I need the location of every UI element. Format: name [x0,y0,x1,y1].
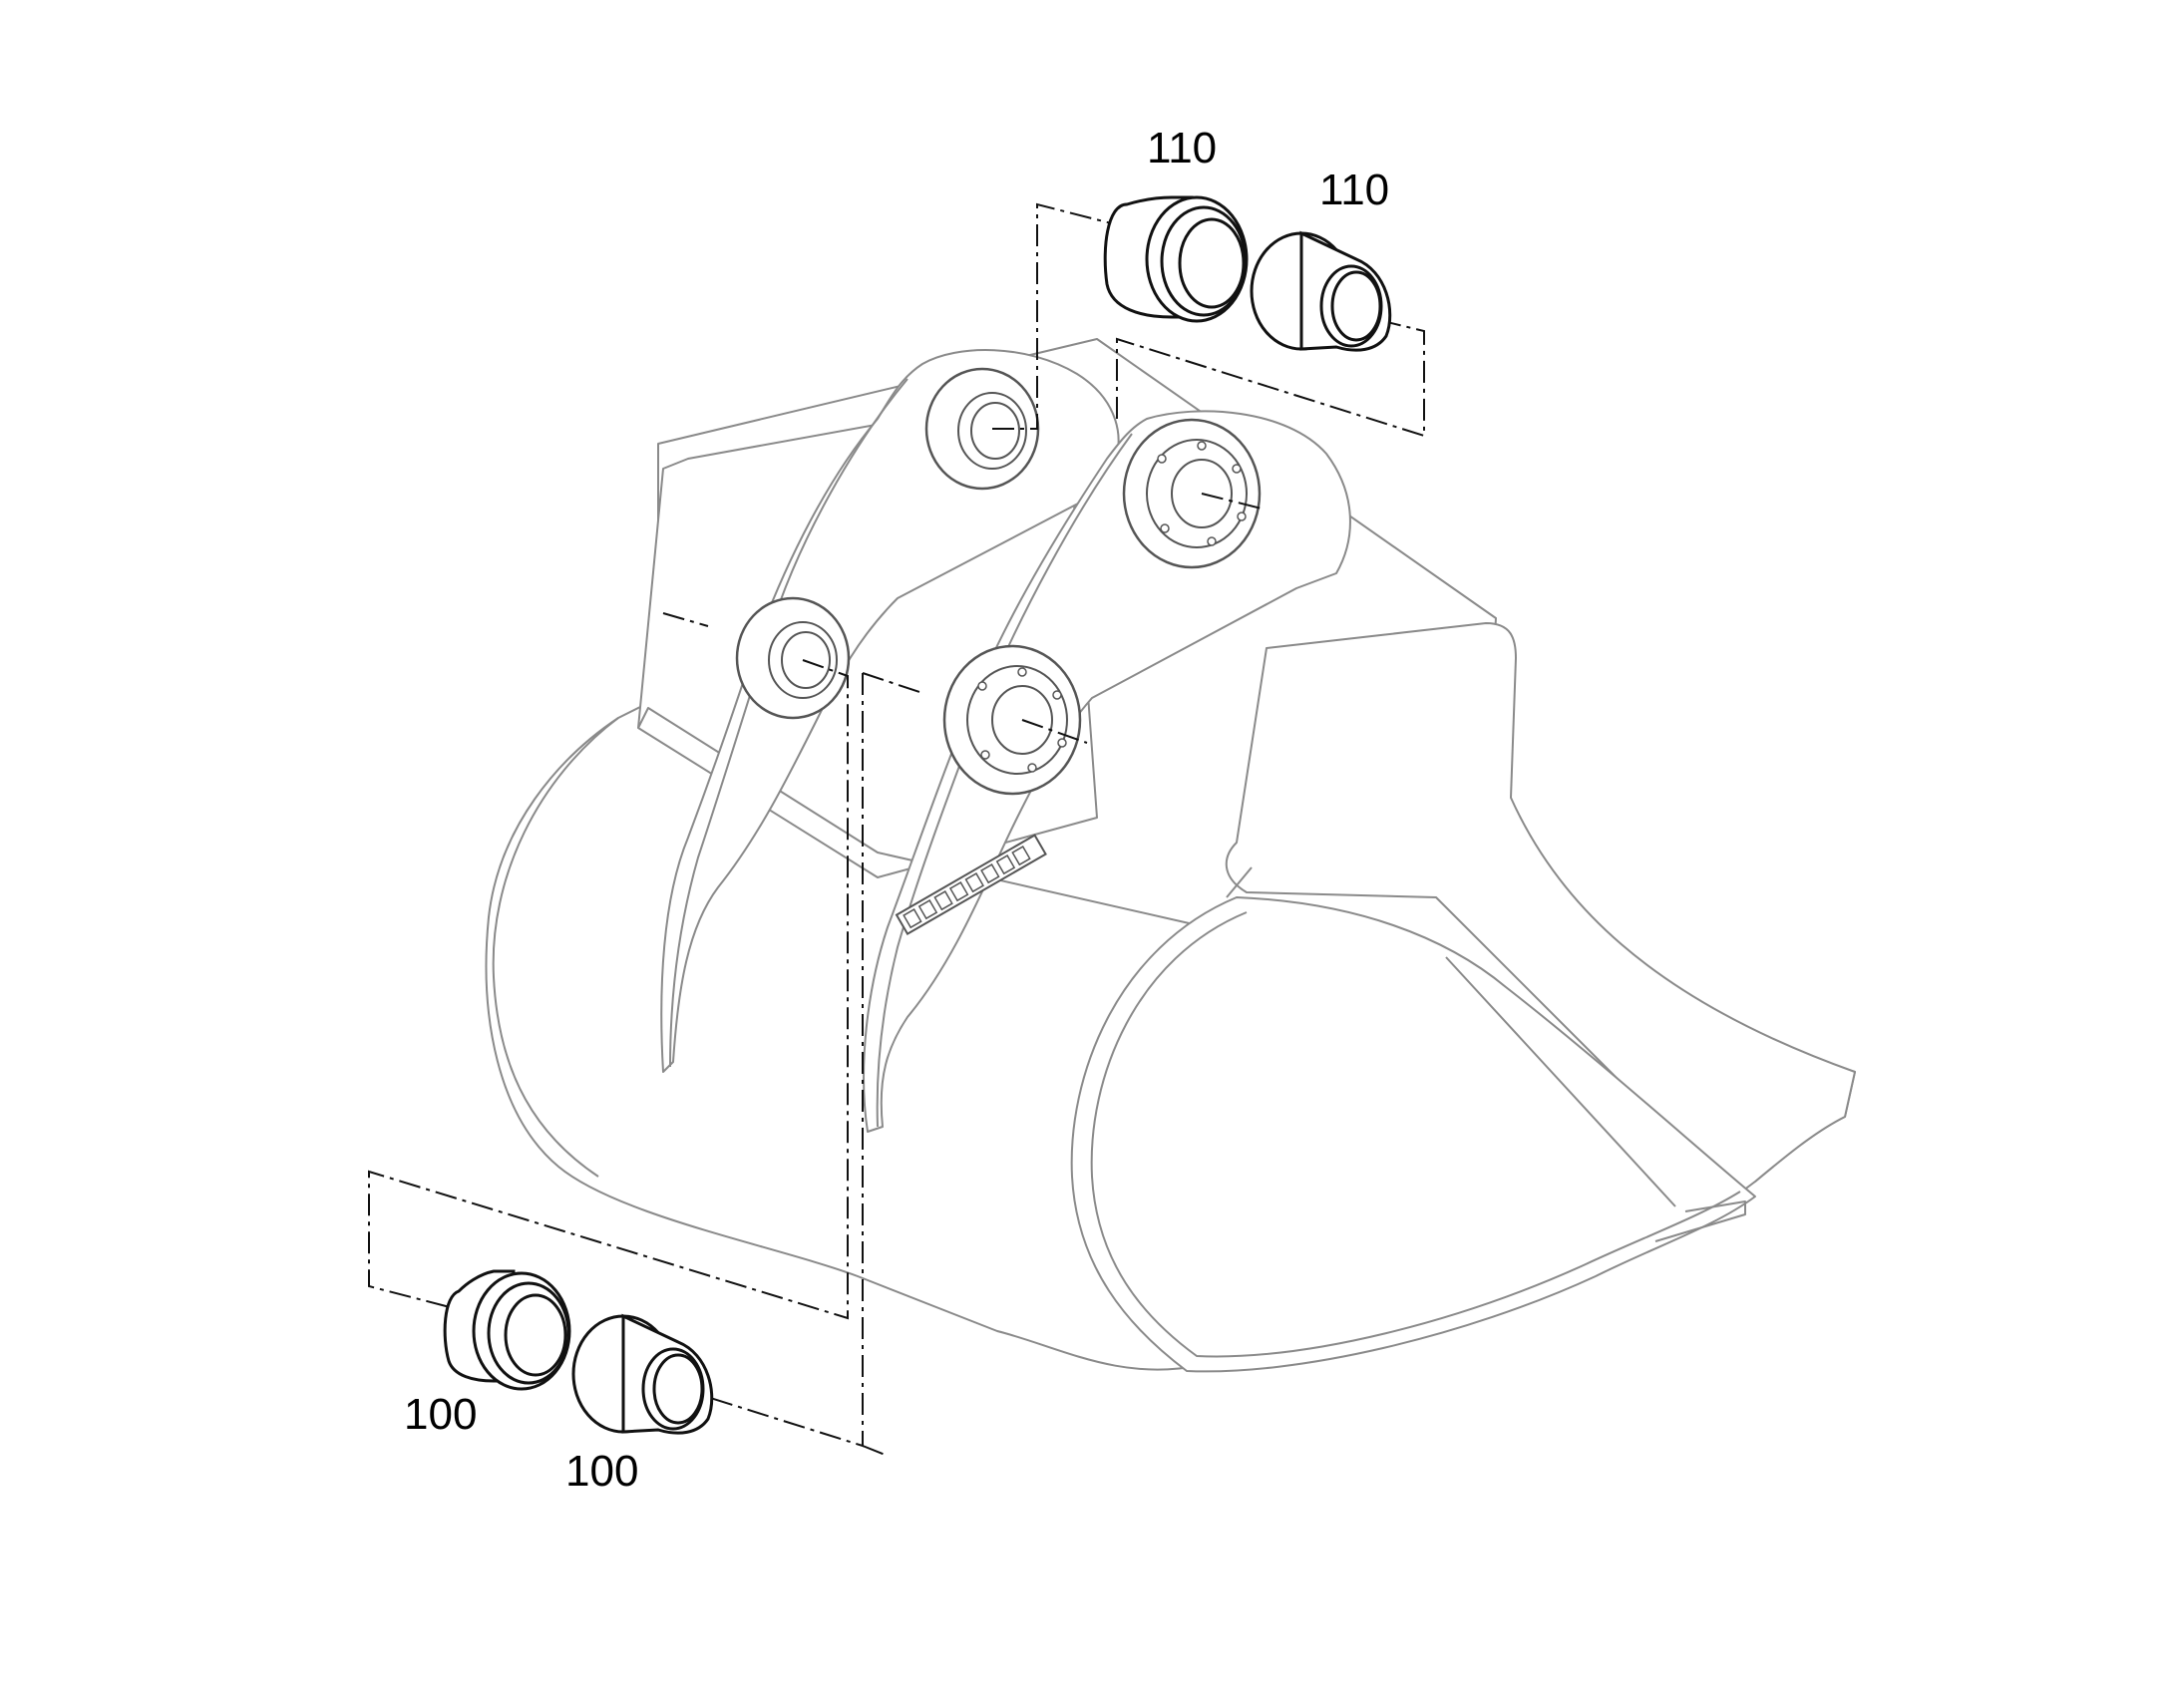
boss-left-upper [924,367,1040,491]
bucket-mouth [1070,896,1756,1373]
boss-left-lower [735,596,851,720]
centerline-upper-bracket [1116,316,1425,438]
bucket-left-side [492,717,619,1178]
bucket-floor-line [1445,956,1676,1207]
centerline-upper [992,202,1128,430]
callout-100-left: 100 [404,1390,477,1439]
left-lug-plate [660,349,1120,1073]
boss-right-lower [942,644,1082,796]
bucket-mouth-inner [1090,911,1741,1358]
flanged-bushing-icon [571,1313,714,1435]
boss-right-upper [1122,418,1262,569]
right-lug-plate-edge [876,433,1133,1128]
flanged-bushing-icon [1103,195,1249,323]
excavator-bucket-icon [485,338,1856,1373]
centerline-lower-b [1021,719,1088,744]
assembly-centerlines [368,202,1425,1457]
bucket-lip [1654,1200,1746,1242]
callout-110-right: 110 [1319,166,1389,214]
side-plate-edge [1226,866,1253,898]
flanged-bushing-icon [443,1269,571,1391]
right-lug-plate [863,410,1351,1133]
left-lug-plate-edge [669,378,908,1068]
centerline-lower-tail [862,1445,889,1457]
centerline-upper-right [1201,493,1263,510]
centerline-left-lower [662,612,709,627]
manufacturer-logo-icon [895,834,1047,936]
centerline-lower-c [862,672,923,694]
callout-100-right: 100 [565,1447,638,1496]
bucket-side-plate [1225,622,1856,1197]
centerline-lower-a [368,659,849,1320]
callout-110-left: 110 [1147,124,1217,172]
flanged-bushing-icon [1250,230,1392,352]
